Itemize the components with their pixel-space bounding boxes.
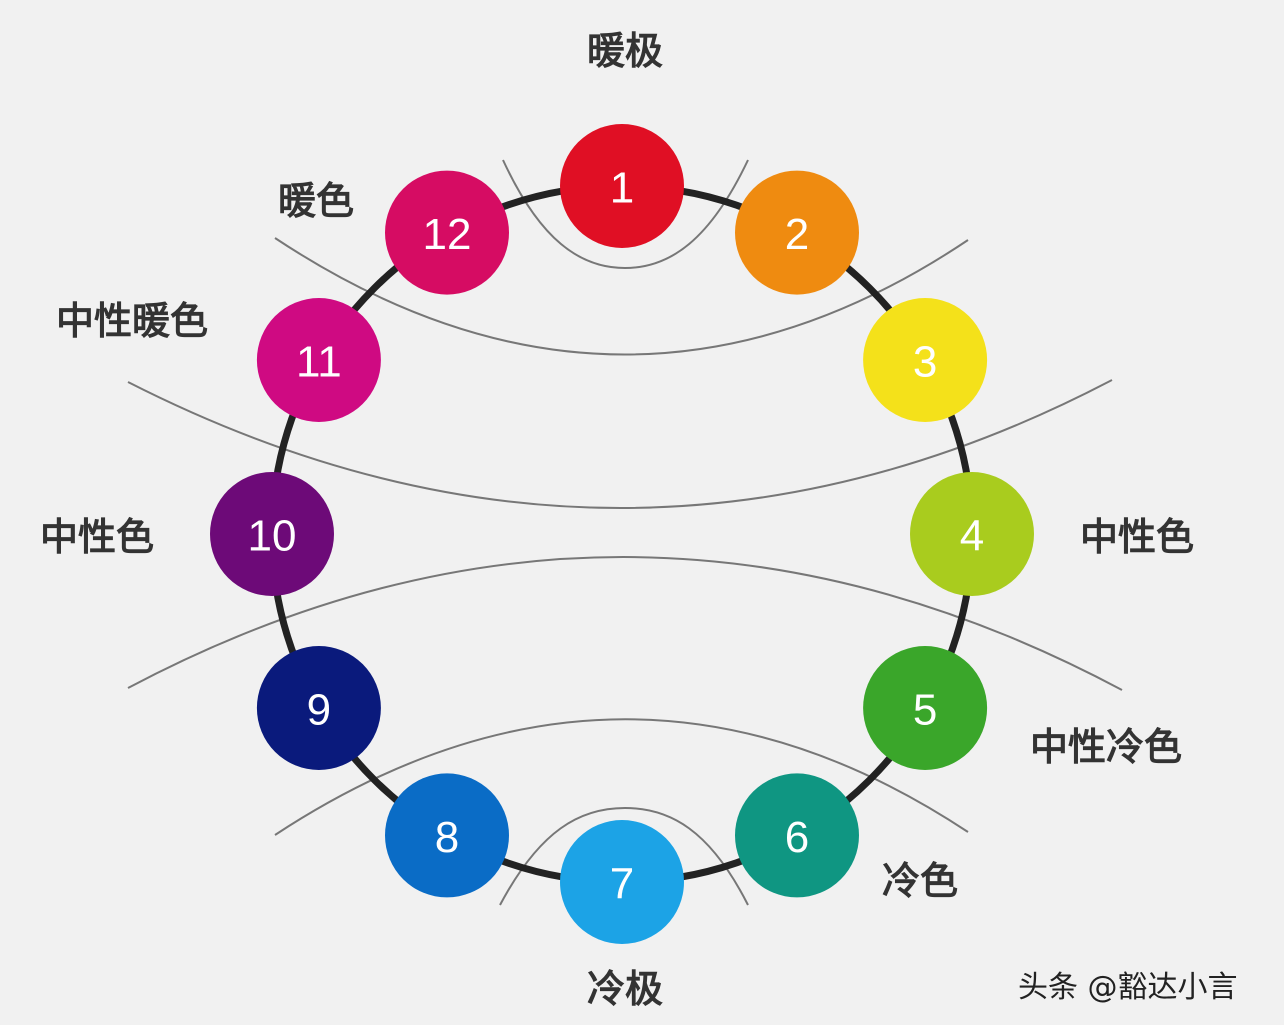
color-node-number: 11	[296, 338, 342, 387]
color-node-number: 7	[610, 860, 634, 909]
color-node-2: 2	[735, 170, 859, 295]
color-node-number: 9	[307, 686, 331, 735]
color-node-number: 4	[960, 512, 984, 561]
cool-boundary-curve	[274, 718, 969, 836]
color-node-9: 9	[256, 646, 381, 770]
color-node-10: 10	[210, 472, 334, 596]
color-node-circle	[385, 170, 509, 295]
color-node-circle	[256, 646, 381, 770]
neutral-cool-label: 中性冷色	[1030, 725, 1183, 769]
watermark: 头条 @豁达小言	[1018, 970, 1238, 1005]
color-node-circle	[863, 646, 988, 770]
color-node-1: 1	[560, 124, 684, 248]
color-node-number: 1	[610, 164, 634, 213]
color-node-circle	[385, 773, 509, 898]
color-node-7: 7	[560, 820, 684, 944]
color-node-circle	[560, 124, 684, 248]
color-node-number: 5	[913, 686, 937, 735]
color-node-number: 10	[248, 512, 297, 561]
color-node-circle	[735, 170, 859, 295]
warm-label: 暖色	[278, 179, 355, 223]
color-node-8: 8	[385, 773, 509, 898]
color-node-number: 6	[785, 813, 809, 862]
color-node-circle	[560, 820, 684, 944]
color-node-circle	[863, 298, 988, 422]
neutral-left-label: 中性色	[40, 515, 155, 559]
color-node-3: 3	[863, 298, 988, 422]
color-node-circle	[256, 298, 381, 422]
neutral-warm-boundary-curve	[127, 379, 1113, 509]
color-node-12: 12	[385, 170, 509, 295]
cool-label: 冷色	[882, 859, 959, 903]
cool-pole-label: 冷极	[587, 967, 664, 1011]
color-node-5: 5	[863, 646, 988, 770]
color-node-circle	[735, 773, 859, 898]
color-node-4: 4	[910, 472, 1034, 596]
color-node-number: 8	[435, 813, 459, 862]
color-node-6: 6	[735, 773, 859, 898]
color-node-11: 11	[256, 298, 381, 422]
color-node-number: 2	[785, 210, 809, 259]
neutral-warm-label: 中性暖色	[56, 299, 209, 343]
color-node-circle	[910, 472, 1034, 596]
cool-pole-curve	[499, 806, 749, 906]
color-node-circle	[210, 472, 334, 596]
color-node-number: 12	[423, 210, 472, 259]
warm-boundary-curve	[274, 237, 969, 356]
warm-pole-label: 暖极	[587, 29, 664, 73]
neutral-right-label: 中性色	[1080, 515, 1195, 559]
warm-pole-curve	[502, 159, 749, 270]
color-node-number: 3	[913, 338, 937, 387]
neutral-cool-boundary-curve	[127, 556, 1123, 691]
